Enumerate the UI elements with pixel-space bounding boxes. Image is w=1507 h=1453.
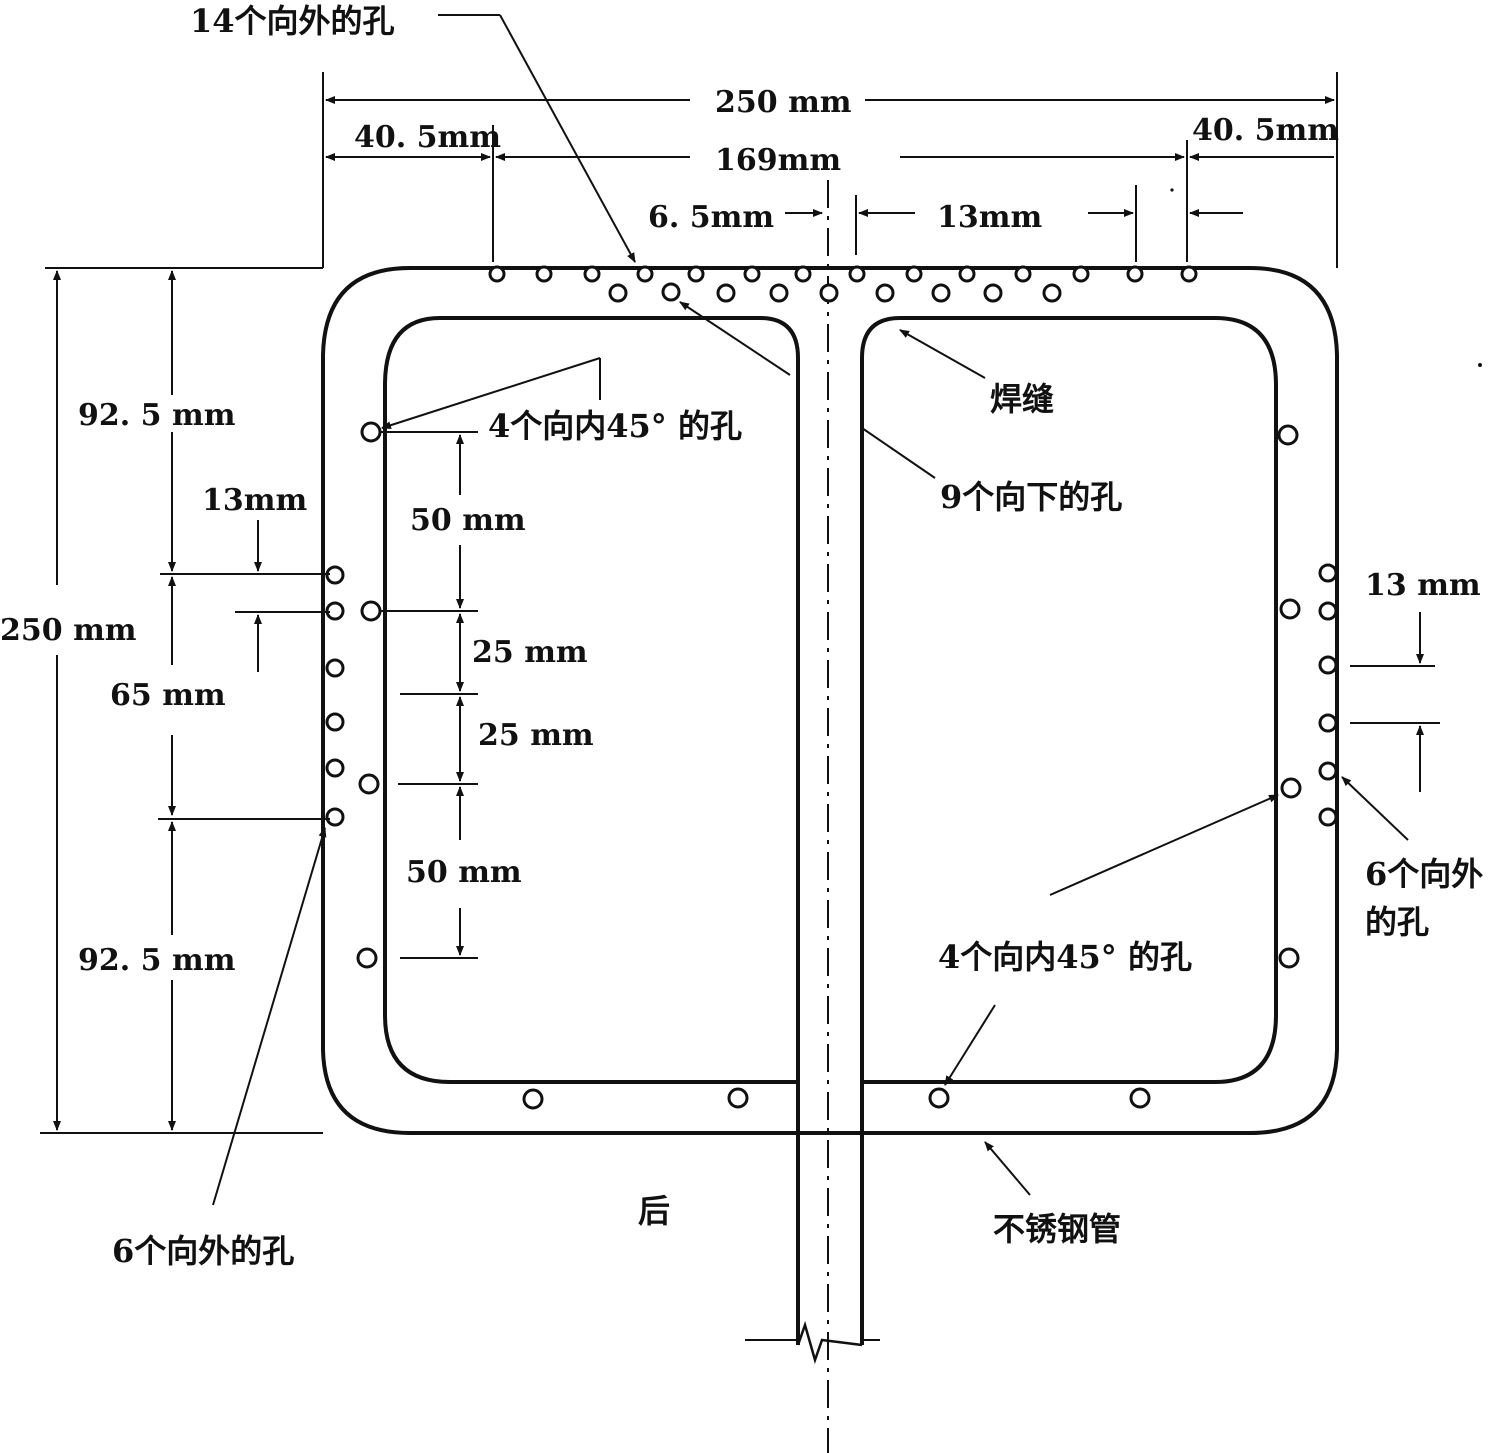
dim-inner-bottom: 50 mm bbox=[406, 855, 522, 890]
dim-overall-width: 250 mm bbox=[715, 85, 852, 120]
center-stem-pipe bbox=[745, 180, 880, 1453]
top-dimension-lines bbox=[322, 72, 1338, 268]
dim-hole-span: 169mm bbox=[715, 143, 841, 178]
label-downward-holes: 9个向下的孔 bbox=[940, 478, 1122, 516]
dim-left-middle: 65 mm bbox=[110, 678, 226, 713]
dim-left-lower: 92. 5 mm bbox=[78, 943, 236, 978]
inner-dimension-lines bbox=[380, 431, 478, 959]
dim-left-upper: 92. 5 mm bbox=[78, 398, 236, 433]
dim-left-margin-top: 40. 5mm bbox=[354, 120, 501, 155]
top-outward-holes bbox=[488, 265, 1198, 283]
scan-dot bbox=[1478, 363, 1482, 367]
label-right-outward-holes-line2: 的孔 bbox=[1365, 903, 1429, 941]
right-dimension-lines bbox=[1350, 612, 1440, 792]
left-dimension-lines bbox=[40, 267, 330, 1134]
label-top-outward-holes: 14个向外的孔 bbox=[190, 2, 395, 40]
left-outward-holes bbox=[325, 565, 345, 827]
label-inward-holes-lower: 4个向内45° 的孔 bbox=[938, 938, 1192, 976]
leader-lines bbox=[212, 14, 1409, 1206]
label-stainless-pipe: 不锈钢管 bbox=[993, 1210, 1121, 1248]
label-rear: 后 bbox=[638, 1192, 670, 1230]
dim-overall-height: 250 mm bbox=[0, 613, 137, 648]
label-inward-holes-upper: 4个向内45° 的孔 bbox=[488, 407, 742, 445]
inner-left-pipe-outline bbox=[383, 316, 800, 1084]
outer-pipe-outline bbox=[321, 266, 1339, 1135]
inner-right-pipe-outline bbox=[860, 316, 1278, 1084]
right-inward-holes bbox=[1277, 424, 1302, 969]
left-inward-holes bbox=[356, 421, 382, 969]
dim-center-offset: 6. 5mm bbox=[648, 200, 774, 235]
dim-inner-top: 50 mm bbox=[410, 503, 526, 538]
right-outward-holes bbox=[1318, 563, 1338, 827]
top-downward-holes bbox=[608, 282, 1062, 303]
dim-right-hole-spacing: 13 mm bbox=[1365, 568, 1481, 603]
dim-inner-mid-1: 25 mm bbox=[472, 635, 588, 670]
dim-top-spacing: 13mm bbox=[937, 200, 1042, 235]
dim-left-hole-spacing: 13mm bbox=[202, 483, 307, 518]
bottom-holes bbox=[522, 1087, 1151, 1110]
label-weld: 焊缝 bbox=[990, 380, 1054, 418]
dim-inner-mid-2: 25 mm bbox=[478, 718, 594, 753]
label-right-outward-holes-line1: 6个向外 bbox=[1365, 855, 1483, 893]
dim-right-margin-top: 40. 5mm bbox=[1192, 113, 1339, 148]
scan-dot bbox=[1170, 188, 1174, 192]
label-left-outward-holes: 6个向外的孔 bbox=[112, 1232, 294, 1270]
